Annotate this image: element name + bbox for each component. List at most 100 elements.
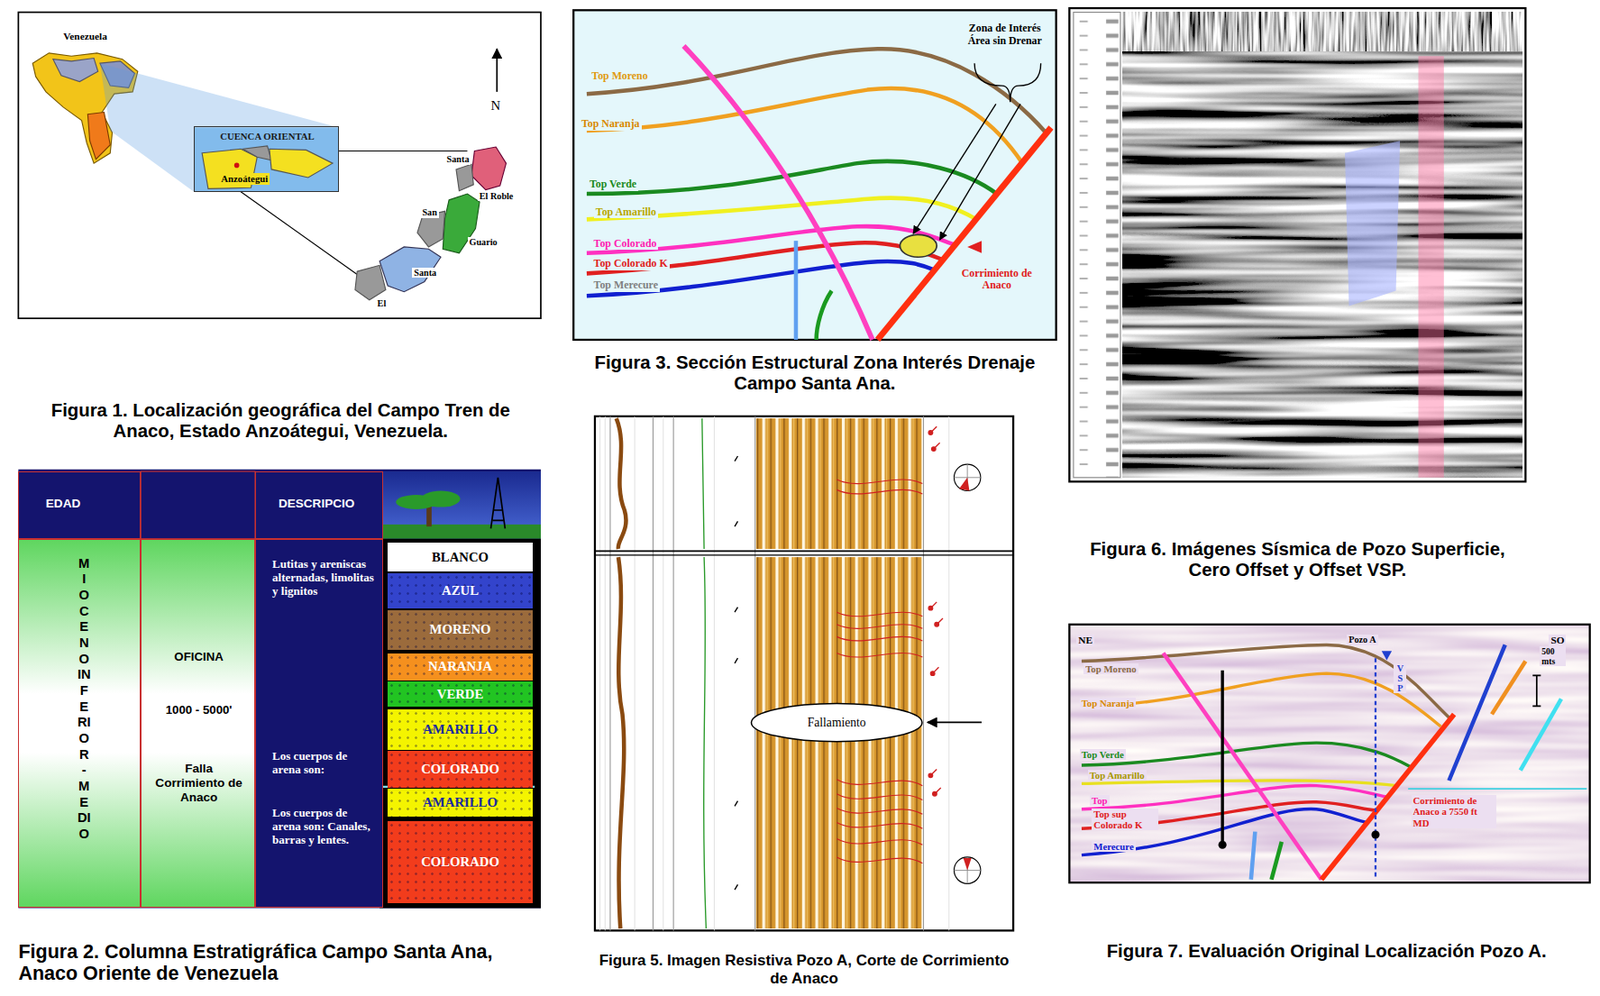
figure-caption: Figura 3. Sección Estructural Zona Inter… — [573, 352, 1056, 395]
resistivity-image-log — [923, 416, 924, 932]
resistivity-image-log — [836, 479, 923, 864]
inset-map: CUENCA ORIENTALAnzoátegui — [193, 126, 339, 192]
map-label: Venezuela — [63, 30, 108, 43]
seismic-images — [1418, 55, 1445, 478]
resistivity-image-log — [734, 456, 738, 890]
resistivity-image-log — [836, 794, 923, 801]
structural-section-figure — [877, 128, 1052, 340]
stratigraphic-unit: VERDE — [387, 681, 533, 707]
resistivity-image-log — [953, 464, 980, 491]
formation-cell: OFICINA1000 - 5000'Falla Corrimiento de … — [140, 539, 256, 909]
horizon-label: Top Verde — [1079, 749, 1126, 760]
structural-section-figure — [816, 291, 832, 340]
horizon-label: Top Merecure — [592, 279, 660, 293]
formation-text: 1000 - 5000' — [141, 703, 256, 717]
well-label: Pozo A — [1346, 634, 1378, 646]
unit-name: BLANCO — [431, 549, 489, 566]
resistivity-image-log — [836, 822, 923, 829]
location-map-figure — [193, 128, 339, 192]
resistivity-image-log — [953, 857, 980, 884]
location-map-figure — [100, 63, 339, 192]
stratigraphic-column-figure — [18, 469, 541, 909]
stratigraphic-column-figure — [490, 477, 505, 530]
seismic-interpretation — [1532, 675, 1541, 706]
horizon-label: Top Colorado — [592, 237, 659, 251]
unit-name: MORENO — [429, 621, 492, 638]
stratigraphic-unit: AMARILLO — [387, 788, 533, 817]
stratigraphic-column-figure — [140, 471, 256, 540]
location-map-figure — [471, 146, 506, 191]
horizon-label: Top Colorado K — [592, 257, 670, 271]
stratigraphic-column-figure — [383, 524, 541, 540]
resistivity-image-log — [836, 808, 923, 815]
well-label: V S P — [1393, 663, 1407, 695]
resistivity-image-log — [594, 554, 1014, 556]
map-label: Anzoátegui — [219, 173, 270, 184]
stratigraphic-unit: BLANCO — [387, 542, 533, 572]
seismic-interpretation — [1448, 644, 1505, 781]
resistivity-image-log — [934, 787, 942, 795]
resistivity-image-log — [618, 557, 624, 929]
seismic-interpretation — [1069, 624, 1590, 883]
unit-name: AZUL — [441, 583, 479, 599]
seismic-interpretation — [1162, 652, 1321, 879]
structural-section-figure — [967, 240, 982, 254]
unit-name: VERDE — [437, 686, 485, 703]
location-map-figure — [234, 163, 240, 169]
structural-section-figure — [974, 63, 1042, 102]
map-label: El Roble — [477, 191, 516, 202]
seismic-interpretation — [1081, 742, 1412, 768]
seismic-images — [1073, 12, 1121, 478]
description-cell: Lutitas y areniscas alternadas, limolita… — [255, 539, 384, 909]
map-label: El — [375, 298, 389, 310]
structural-section-figure — [586, 48, 1046, 133]
north-arrow-label: N — [491, 98, 502, 114]
direction-label: NE — [1076, 634, 1095, 647]
figure-caption: Figura 7. Evaluación Original Localizaci… — [1091, 941, 1562, 962]
description-text: Los cuerpos de arena son: Canales, barra… — [272, 806, 377, 848]
description-text: Lutitas y areniscas alternadas, limolita… — [272, 557, 377, 599]
structural-section-figure — [586, 198, 977, 220]
resistivity-image-log — [836, 636, 923, 641]
location-map-figure — [240, 192, 367, 283]
structural-section-figure — [940, 103, 1021, 240]
stratigraphic-unit: AZUL — [387, 573, 533, 609]
description-text: Los cuerpos de arena son: — [272, 749, 377, 778]
scale-label: 500 mts — [1539, 646, 1566, 667]
table-header: EDAD — [18, 471, 141, 540]
resistivity-image-log — [836, 779, 923, 787]
horizon-label: Top Moreno — [589, 70, 650, 83]
resistivity-image-log — [930, 602, 937, 609]
seismic-interpretation — [1081, 644, 1562, 879]
horizon-label: Merecure — [1091, 841, 1135, 852]
resistivity-image-log — [609, 416, 611, 932]
resistivity-image-log — [702, 418, 707, 929]
horizon-label: Top Naranja — [1079, 697, 1136, 709]
age-text: MIOCENO INFERIOR - MEDIO — [77, 556, 92, 843]
location-map-figure — [355, 265, 386, 300]
horizon-label: Top Verde — [587, 178, 639, 192]
stratigraphic-column-figure — [379, 539, 541, 909]
seismic-interpretation — [1220, 670, 1224, 846]
resistivity-image-log — [928, 426, 943, 796]
seismic-images — [1122, 12, 1523, 52]
unit-name: COLORADO — [420, 854, 500, 870]
resistivity-image-log — [930, 769, 937, 777]
location-map-figure — [53, 58, 99, 83]
seismic-interpretation — [1381, 650, 1392, 660]
seismic-interpretation — [1081, 780, 1398, 787]
seismic-images — [1344, 140, 1400, 306]
seismic-interpretation — [1371, 830, 1380, 839]
header-text: DESCRIPCIO — [278, 496, 356, 512]
resistivity-image-log — [713, 416, 715, 932]
resistivity-image-log — [594, 416, 1014, 932]
header-text: EDAD — [45, 496, 81, 512]
resistivity-image-log — [673, 416, 675, 932]
seismic-images — [1069, 8, 1526, 482]
resistivity-image-log — [754, 416, 756, 932]
stratigraphic-unit: COLORADO — [387, 750, 533, 788]
resistivity-image-log — [600, 416, 950, 932]
stratigraphic-column-figure — [18, 469, 541, 909]
map-label: San — [420, 207, 439, 219]
stratigraphic-unit: MORENO — [387, 610, 533, 650]
